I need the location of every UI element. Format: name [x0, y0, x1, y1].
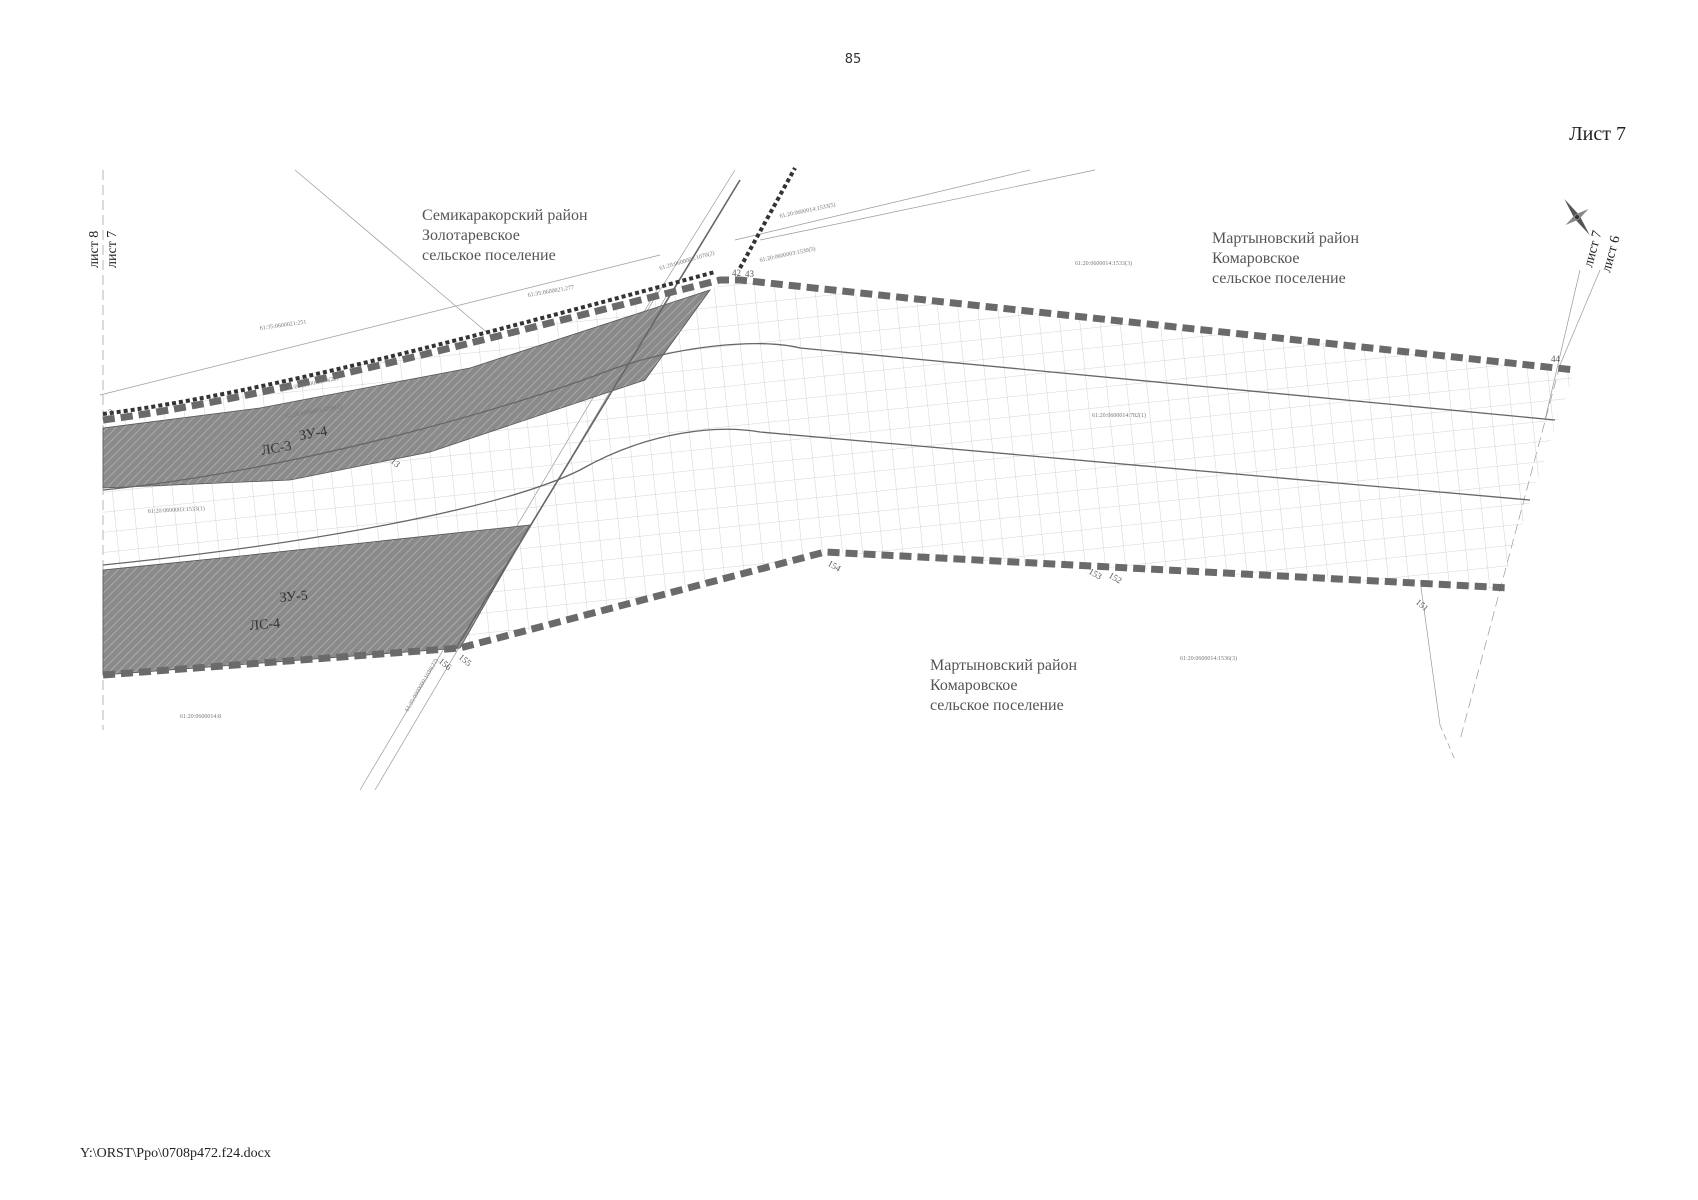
hatched-zone-zu5: [102, 524, 531, 676]
point-label: 44: [1551, 354, 1561, 364]
north-arrow-icon: [1564, 198, 1590, 236]
region-semikarakorsky-line2: Золотаревское: [422, 227, 520, 244]
parcel-id: 61:20:0600014:782(1): [1092, 412, 1146, 419]
parcel-id: 61:35:0600021:277: [527, 285, 574, 299]
parcel-id: 61:20:0600003:1530(5): [759, 245, 816, 264]
parcel-id: 61:20:0600014:1533(5): [779, 201, 836, 220]
zone-label-zu4: ЗУ-4: [298, 424, 328, 444]
zone-label-zu5: ЗУ-5: [279, 589, 308, 606]
point-label: 151: [1414, 597, 1431, 613]
region-martynovsky-north-line1: Мартыновский район: [1212, 230, 1360, 247]
region-martynovsky-south-line1: Мартыновский район: [930, 657, 1078, 674]
parcel-id: 61:20:0600014:8: [180, 714, 221, 720]
point-label: 152: [1107, 570, 1124, 585]
region-semikarakorsky-line3: сельское поселение: [422, 247, 556, 264]
point-label: 156: [437, 656, 454, 673]
sheet-title: Лист 7: [1569, 123, 1626, 145]
parcel-id: 61:20:0600014:1533(3): [1075, 260, 1132, 267]
parcel-id: 61:35:0600021:251: [259, 319, 306, 331]
sheet-ref-left-top: лист 8: [87, 231, 102, 268]
boundary-dashes: [102, 276, 1576, 679]
page-number: 85: [844, 52, 862, 67]
corridor-lines: [102, 179, 1556, 651]
zone-label-ls4: ЛС-4: [249, 616, 281, 634]
parcel-id: 61:20:0600003:1533(1): [148, 505, 205, 515]
parcel-id: 61:20:0600014:1536(3): [1180, 655, 1237, 662]
zone-label-ls3: ЛС-3: [260, 439, 293, 459]
region-martynovsky-south-line2: Комаровское: [930, 677, 1018, 694]
point-label: 43: [745, 269, 755, 279]
region-martynovsky-north-line2: Комаровское: [1212, 250, 1300, 267]
region-semikarakorsky-line1: Семикаракорский район: [422, 207, 588, 224]
hatched-zone-zu4: [102, 289, 712, 489]
file-path: Y:\ORST\Ppo\0708p472.f24.docx: [80, 1146, 271, 1161]
point-label: 3: [108, 408, 113, 418]
sheet-ref-left-bottom: лист 7: [105, 231, 120, 268]
parcel-id: 61:35:0000000:1036(22): [404, 658, 440, 713]
point-label: 155: [457, 652, 474, 669]
region-martynovsky-south-line3: сельское поселение: [930, 697, 1064, 714]
region-martynovsky-north-line3: сельское поселение: [1212, 270, 1346, 287]
point-label: 154: [826, 558, 843, 574]
railway: [102, 167, 797, 416]
point-label: 42: [732, 268, 741, 278]
